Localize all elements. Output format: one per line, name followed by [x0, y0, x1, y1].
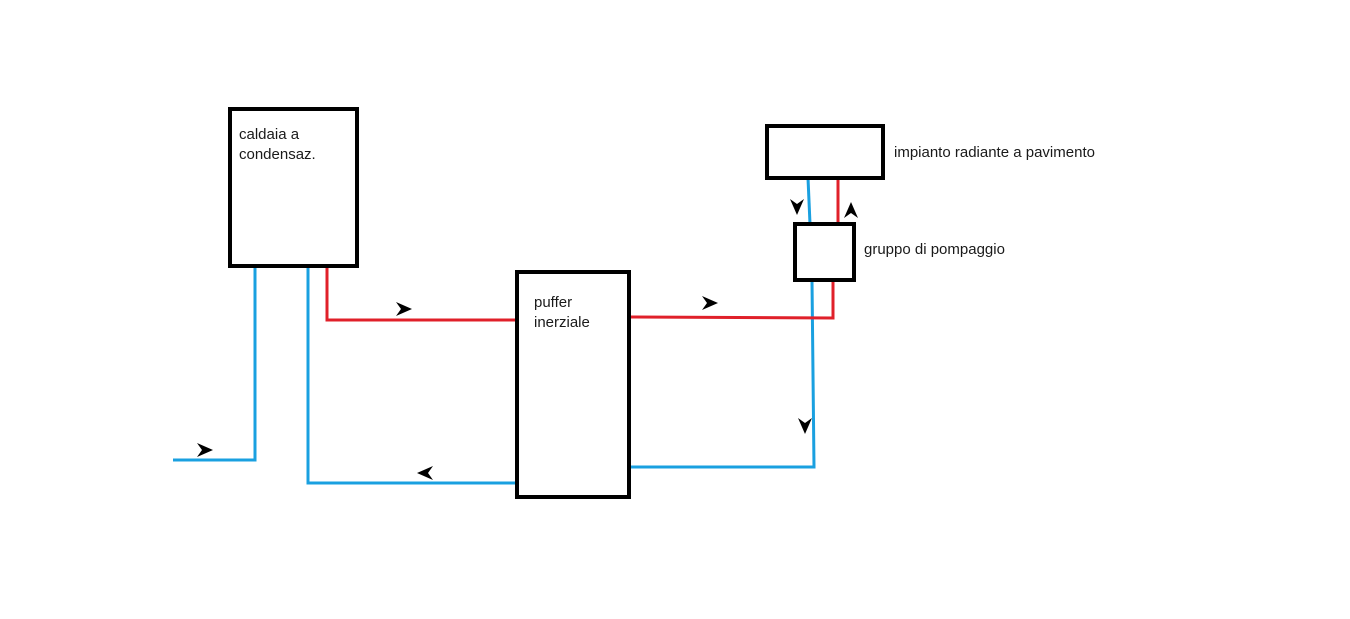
buffer-label-line-1: puffer [534, 294, 573, 311]
buffer-tank-box [515, 270, 631, 499]
boiler-label-line-1: caldaia a [239, 126, 300, 143]
flow-arrow-left-icon [417, 466, 433, 480]
boiler-box [228, 107, 359, 268]
flow-arrow-down-icon [790, 199, 804, 215]
pump-group-label: gruppo di pompaggio [864, 241, 1005, 258]
floor-heating-box [765, 124, 885, 180]
floor-to-pump-return-pipe [806, 177, 812, 225]
buffer-to-boiler-return-pipe [306, 266, 517, 485]
pump-to-buffer-return-pipe [628, 280, 816, 469]
flow-arrow-down-icon [798, 418, 812, 434]
buffer-to-pump-supply-pipe [627, 281, 835, 320]
buffer-label-line-2: inerziale [534, 314, 590, 331]
flow-arrow-right-icon [702, 296, 718, 310]
flow-arrow-right-icon [197, 443, 213, 457]
pump-group-box [793, 222, 856, 282]
boiler-label: caldaia a condensaz. [239, 125, 316, 165]
boiler-label-line-2: condensaz. [239, 146, 316, 163]
flow-arrow-up-icon [844, 202, 858, 218]
boiler-to-buffer-supply-pipe [325, 266, 517, 322]
cold-water-inlet-pipe [173, 266, 257, 462]
flow-arrow-right-icon [396, 302, 412, 316]
floor-heating-label: impianto radiante a pavimento [894, 144, 1095, 161]
buffer-tank-label: puffer inerziale [534, 293, 590, 333]
